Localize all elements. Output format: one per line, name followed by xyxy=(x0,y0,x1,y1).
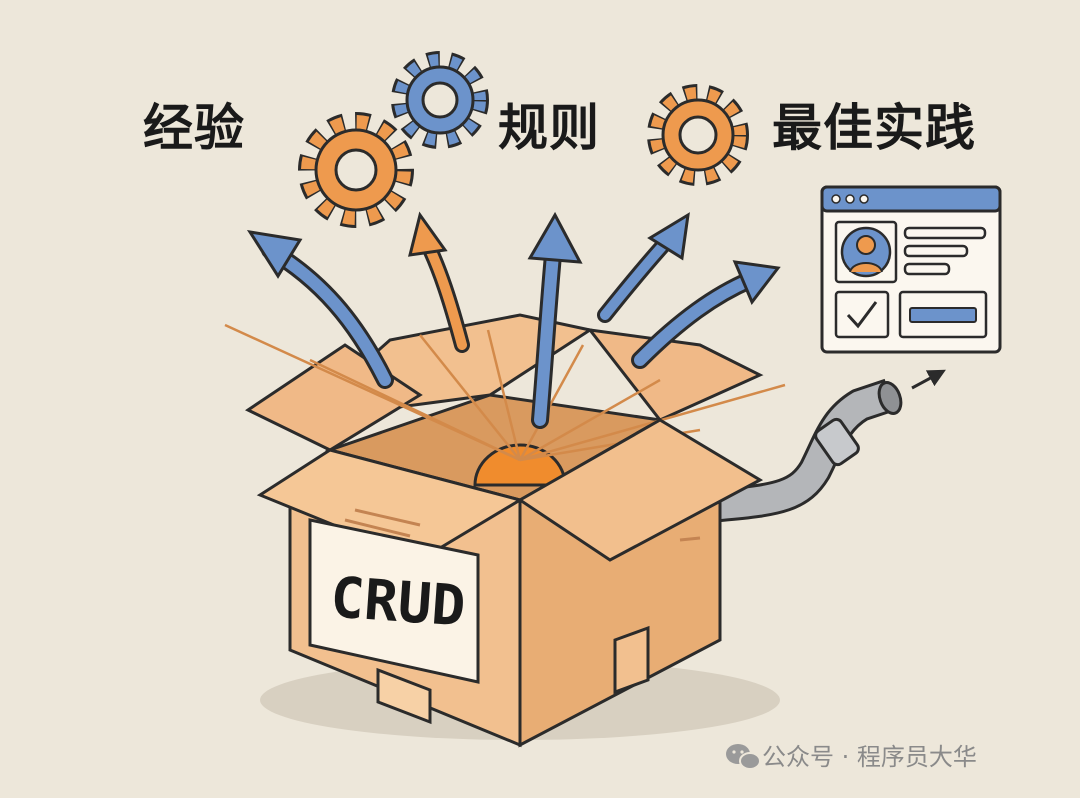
gear-icon xyxy=(647,84,749,186)
checkbox-icon xyxy=(834,290,890,339)
watermark: 公众号 · 程序员大华 xyxy=(718,736,977,772)
arrows xyxy=(246,211,781,429)
light-rays xyxy=(224,323,786,462)
gear-icon xyxy=(391,51,489,149)
arrow-icon xyxy=(597,212,690,323)
box-icon xyxy=(256,418,764,748)
arrow-icon xyxy=(408,211,470,353)
pipe-icon xyxy=(718,369,946,522)
watermark-text: 公众号 · 程序员大华 xyxy=(762,742,977,771)
label-rules: 规则 xyxy=(498,99,600,157)
user-avatar-icon xyxy=(834,220,898,284)
arrow-icon xyxy=(631,260,781,369)
box-label-crud: CRUD xyxy=(328,564,468,640)
label-best-practice: 最佳实践 xyxy=(772,99,976,157)
wechat-icon xyxy=(726,744,761,770)
gear-icon xyxy=(298,112,414,228)
ui-window-icon xyxy=(820,185,1002,354)
label-experience: 经验 xyxy=(143,99,245,157)
arrow-icon xyxy=(527,211,583,429)
arrow-icon xyxy=(246,229,394,389)
